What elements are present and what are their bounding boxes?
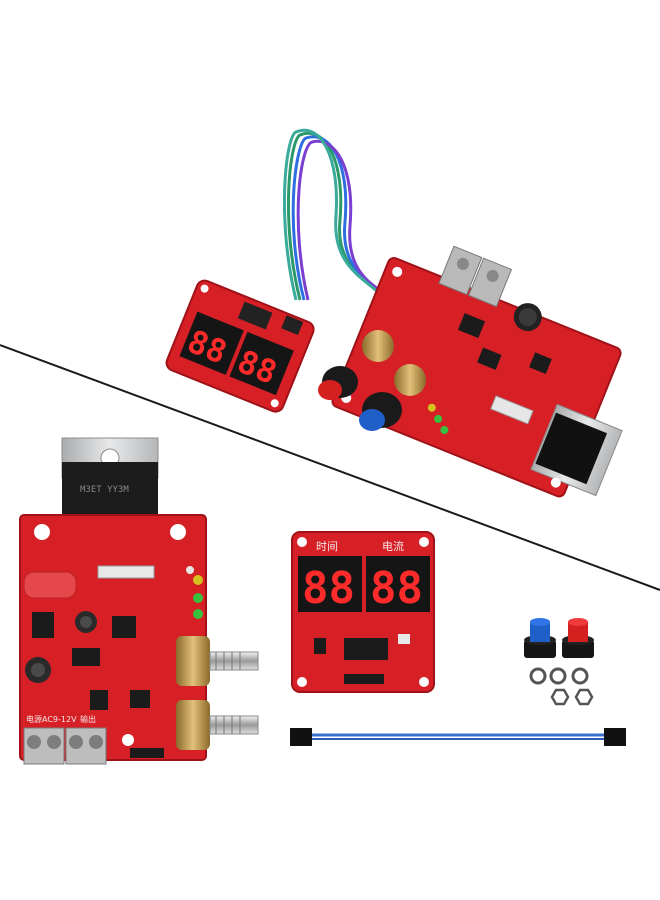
- display-module-assembled: 88 88: [165, 279, 315, 413]
- label-time: 时间: [316, 540, 338, 553]
- hex-nut-icon-group: [550, 688, 594, 706]
- ribbon-cable-top: [282, 128, 397, 304]
- dupont-cable: [290, 728, 626, 746]
- main-board-flat: M3ET YY3M 电源AC9-12V 输出: [19, 437, 259, 765]
- digits-left: 88: [302, 563, 355, 614]
- knob-red: [562, 618, 594, 658]
- main-board-assembled: [331, 245, 623, 498]
- washer-icon-group: [529, 667, 589, 685]
- divider-line: [0, 344, 660, 591]
- output-label: 输出: [80, 714, 96, 724]
- svg-text:M3ET YY3M: M3ET YY3M: [80, 485, 129, 495]
- knob-blue: [524, 618, 556, 658]
- potentiometer-blue-knob: [359, 364, 426, 431]
- potentiometer-black-knob: [318, 330, 394, 400]
- digits-right: 88: [370, 563, 423, 614]
- power-label: 电源AC9-12V: [26, 714, 77, 724]
- display-module-flat: 时间 电流 88 88: [291, 531, 435, 693]
- label-current: 电流: [382, 539, 404, 553]
